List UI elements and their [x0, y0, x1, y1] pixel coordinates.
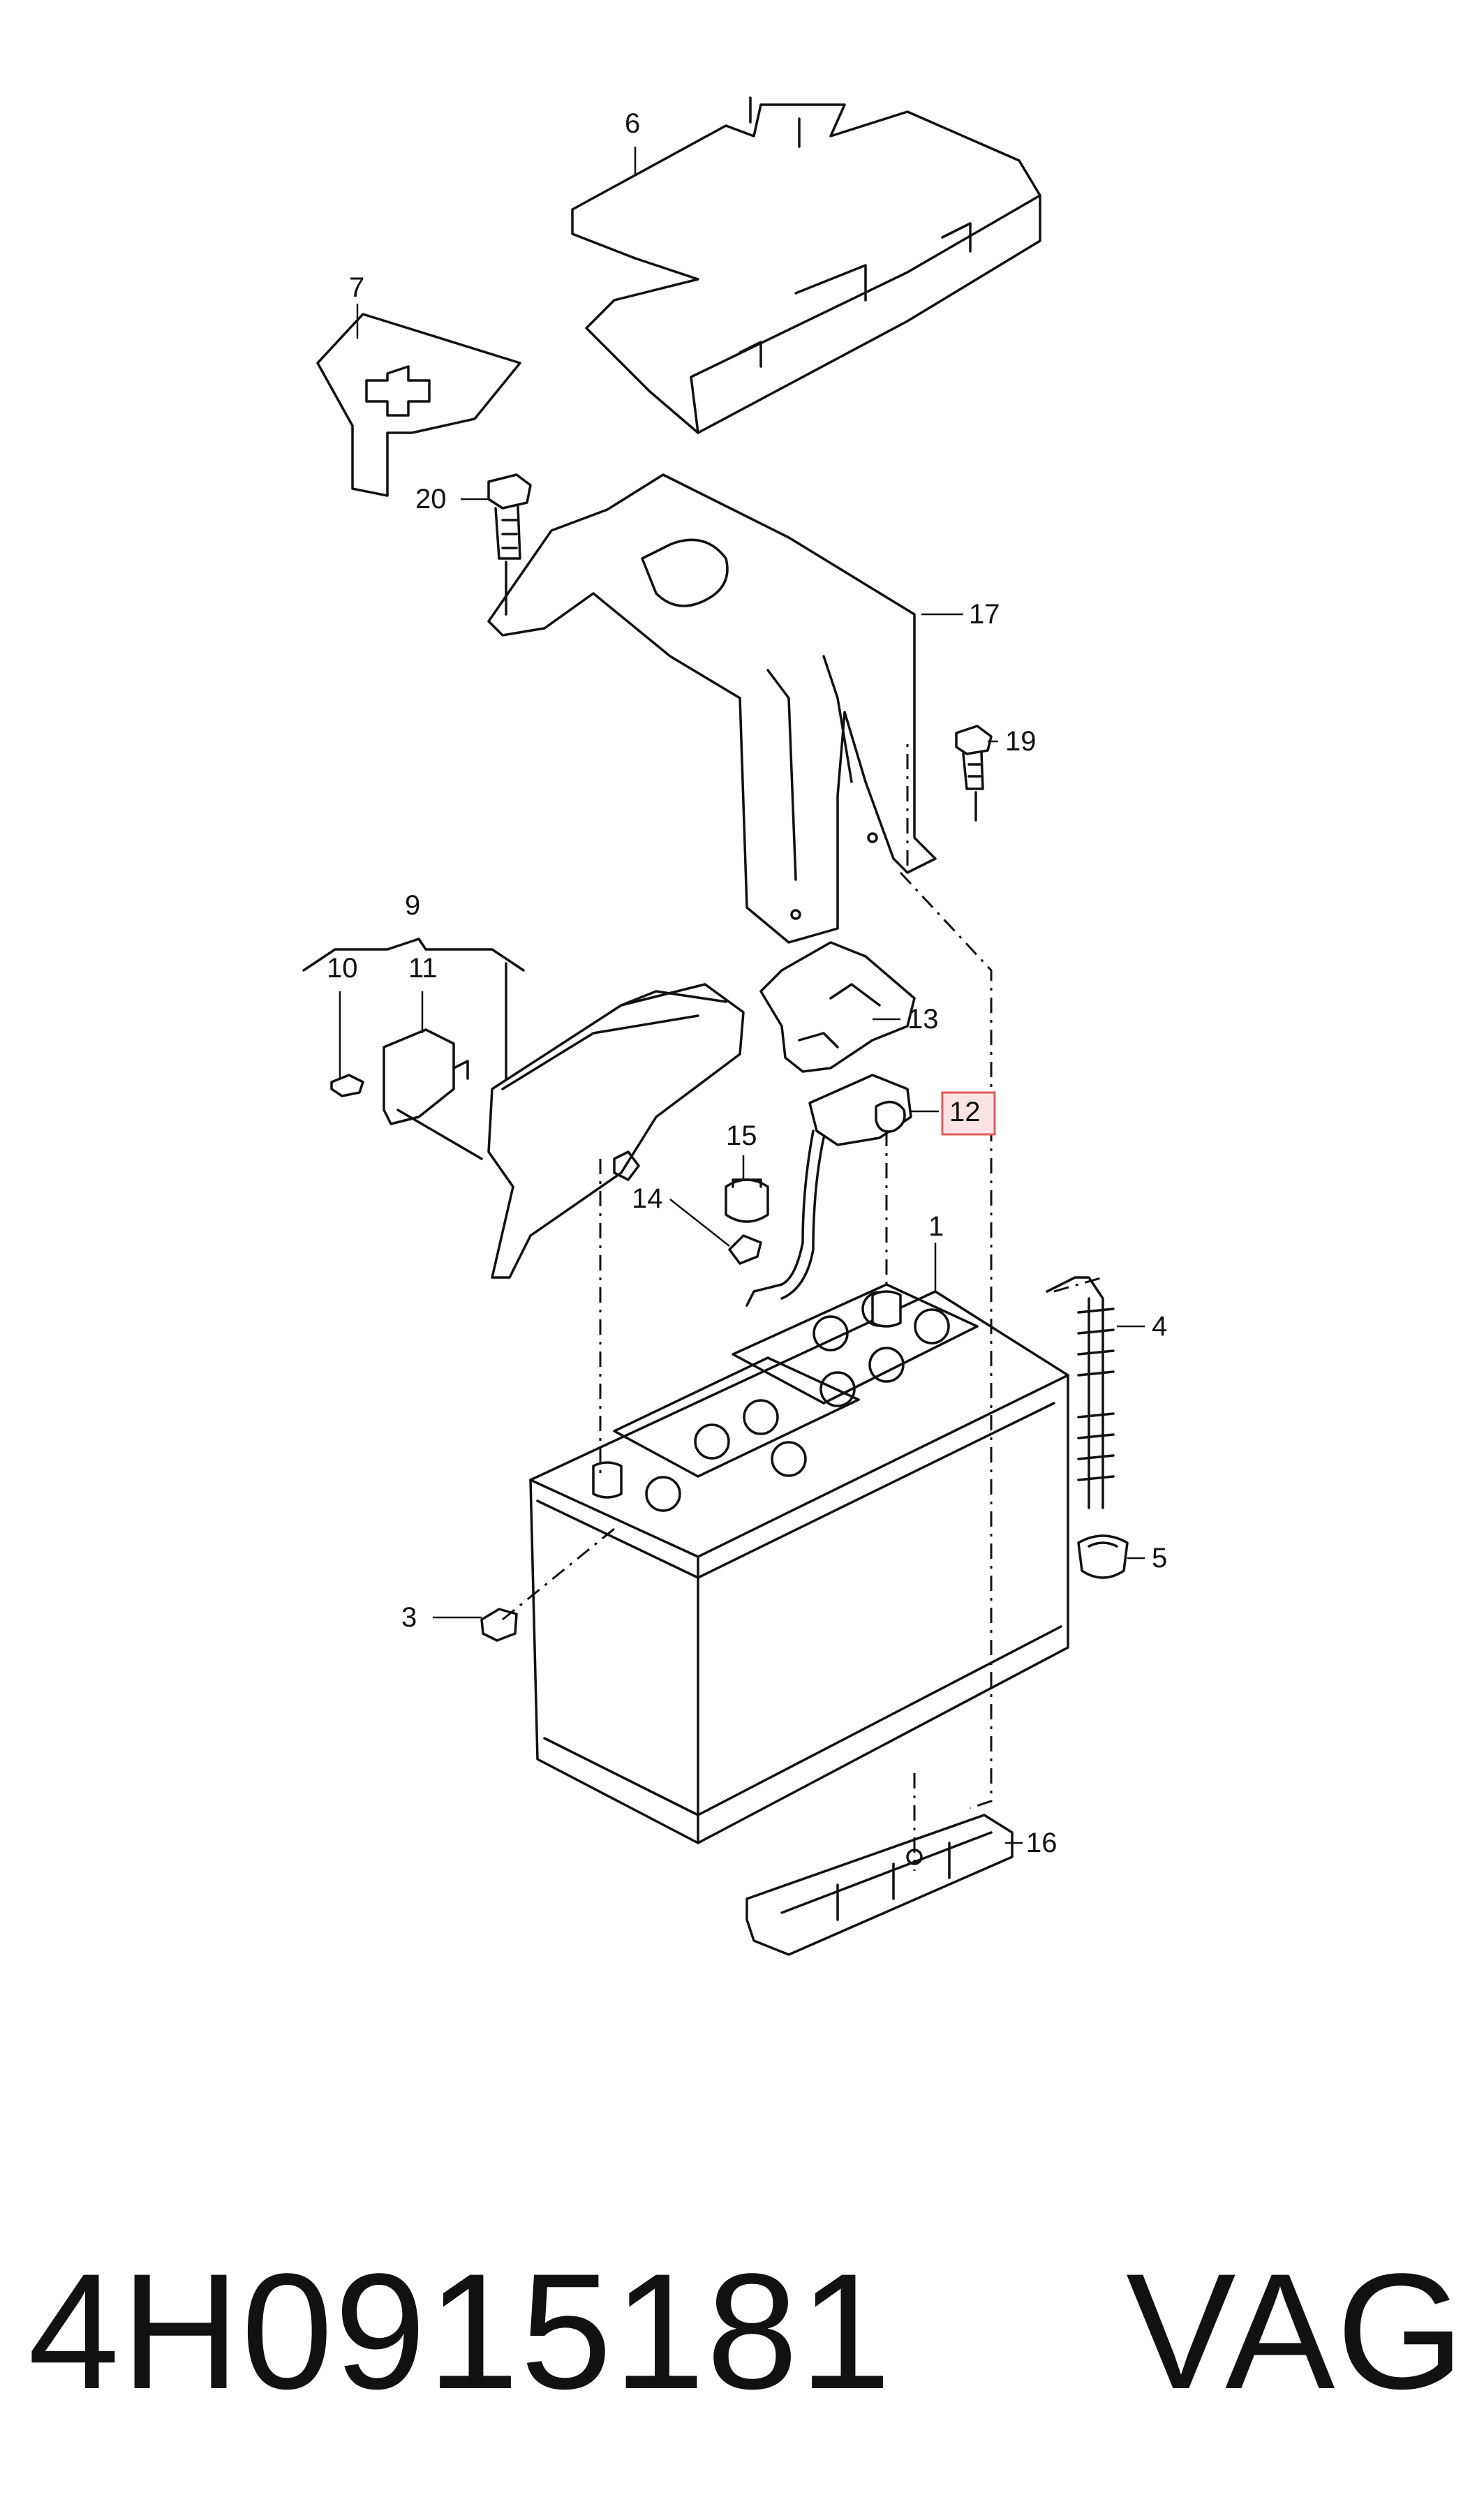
highlight-box — [941, 1091, 996, 1136]
part-number: 4H0915181 — [28, 2239, 893, 2424]
clamp-plate-part — [745, 1814, 1014, 1956]
callout-3: 3 — [401, 1602, 417, 1633]
battery-cover-part — [571, 96, 1041, 434]
callout-12: 12 — [949, 1097, 981, 1127]
battery-bracket-part — [487, 473, 937, 944]
brand: VAG — [1126, 2239, 1466, 2424]
callout-19: 19 — [1005, 726, 1037, 757]
callout-16: 16 — [1026, 1828, 1058, 1858]
callout-17: 17 — [969, 599, 1000, 630]
callout-14: 14 — [632, 1183, 663, 1214]
battery-terminal-part — [745, 1074, 912, 1307]
clip-14-part — [728, 1234, 762, 1265]
bolt-19-part — [955, 725, 993, 822]
callout-7: 7 — [349, 272, 364, 303]
footer: 4H0915181 VAG — [28, 2213, 1466, 2450]
callout-4: 4 — [1152, 1311, 1167, 1342]
parts-diagram: 6 7 20 17 19 9 10 11 13 12 15 14 1 4 5 3… — [302, 96, 1167, 1956]
bolt-20-part — [487, 473, 532, 616]
callout-9: 9 — [405, 890, 420, 921]
assembly-lines — [502, 740, 1104, 1871]
terminal-cover-part — [759, 941, 916, 1073]
warning-label-part — [316, 313, 521, 497]
nut-15-part — [725, 1178, 769, 1223]
grommet-part — [1077, 1534, 1129, 1579]
vent-plug-part — [480, 1608, 518, 1642]
callout-13: 13 — [907, 1004, 939, 1035]
callout-5: 5 — [1152, 1543, 1167, 1573]
callout-10: 10 — [327, 953, 358, 984]
callout-11: 11 — [408, 953, 438, 984]
callout-6: 6 — [625, 108, 640, 139]
leader-lines — [339, 147, 1145, 1844]
fuse-box-assembly-part — [302, 938, 745, 1279]
callout-1: 1 — [928, 1211, 944, 1242]
battery-part — [529, 1283, 1069, 1844]
callout-labels: 6 7 20 17 19 9 10 11 13 12 15 14 1 4 5 3… — [327, 108, 1167, 1858]
callout-15: 15 — [726, 1120, 757, 1151]
vent-tube-part — [1046, 1276, 1115, 1509]
callout-20: 20 — [415, 484, 447, 514]
